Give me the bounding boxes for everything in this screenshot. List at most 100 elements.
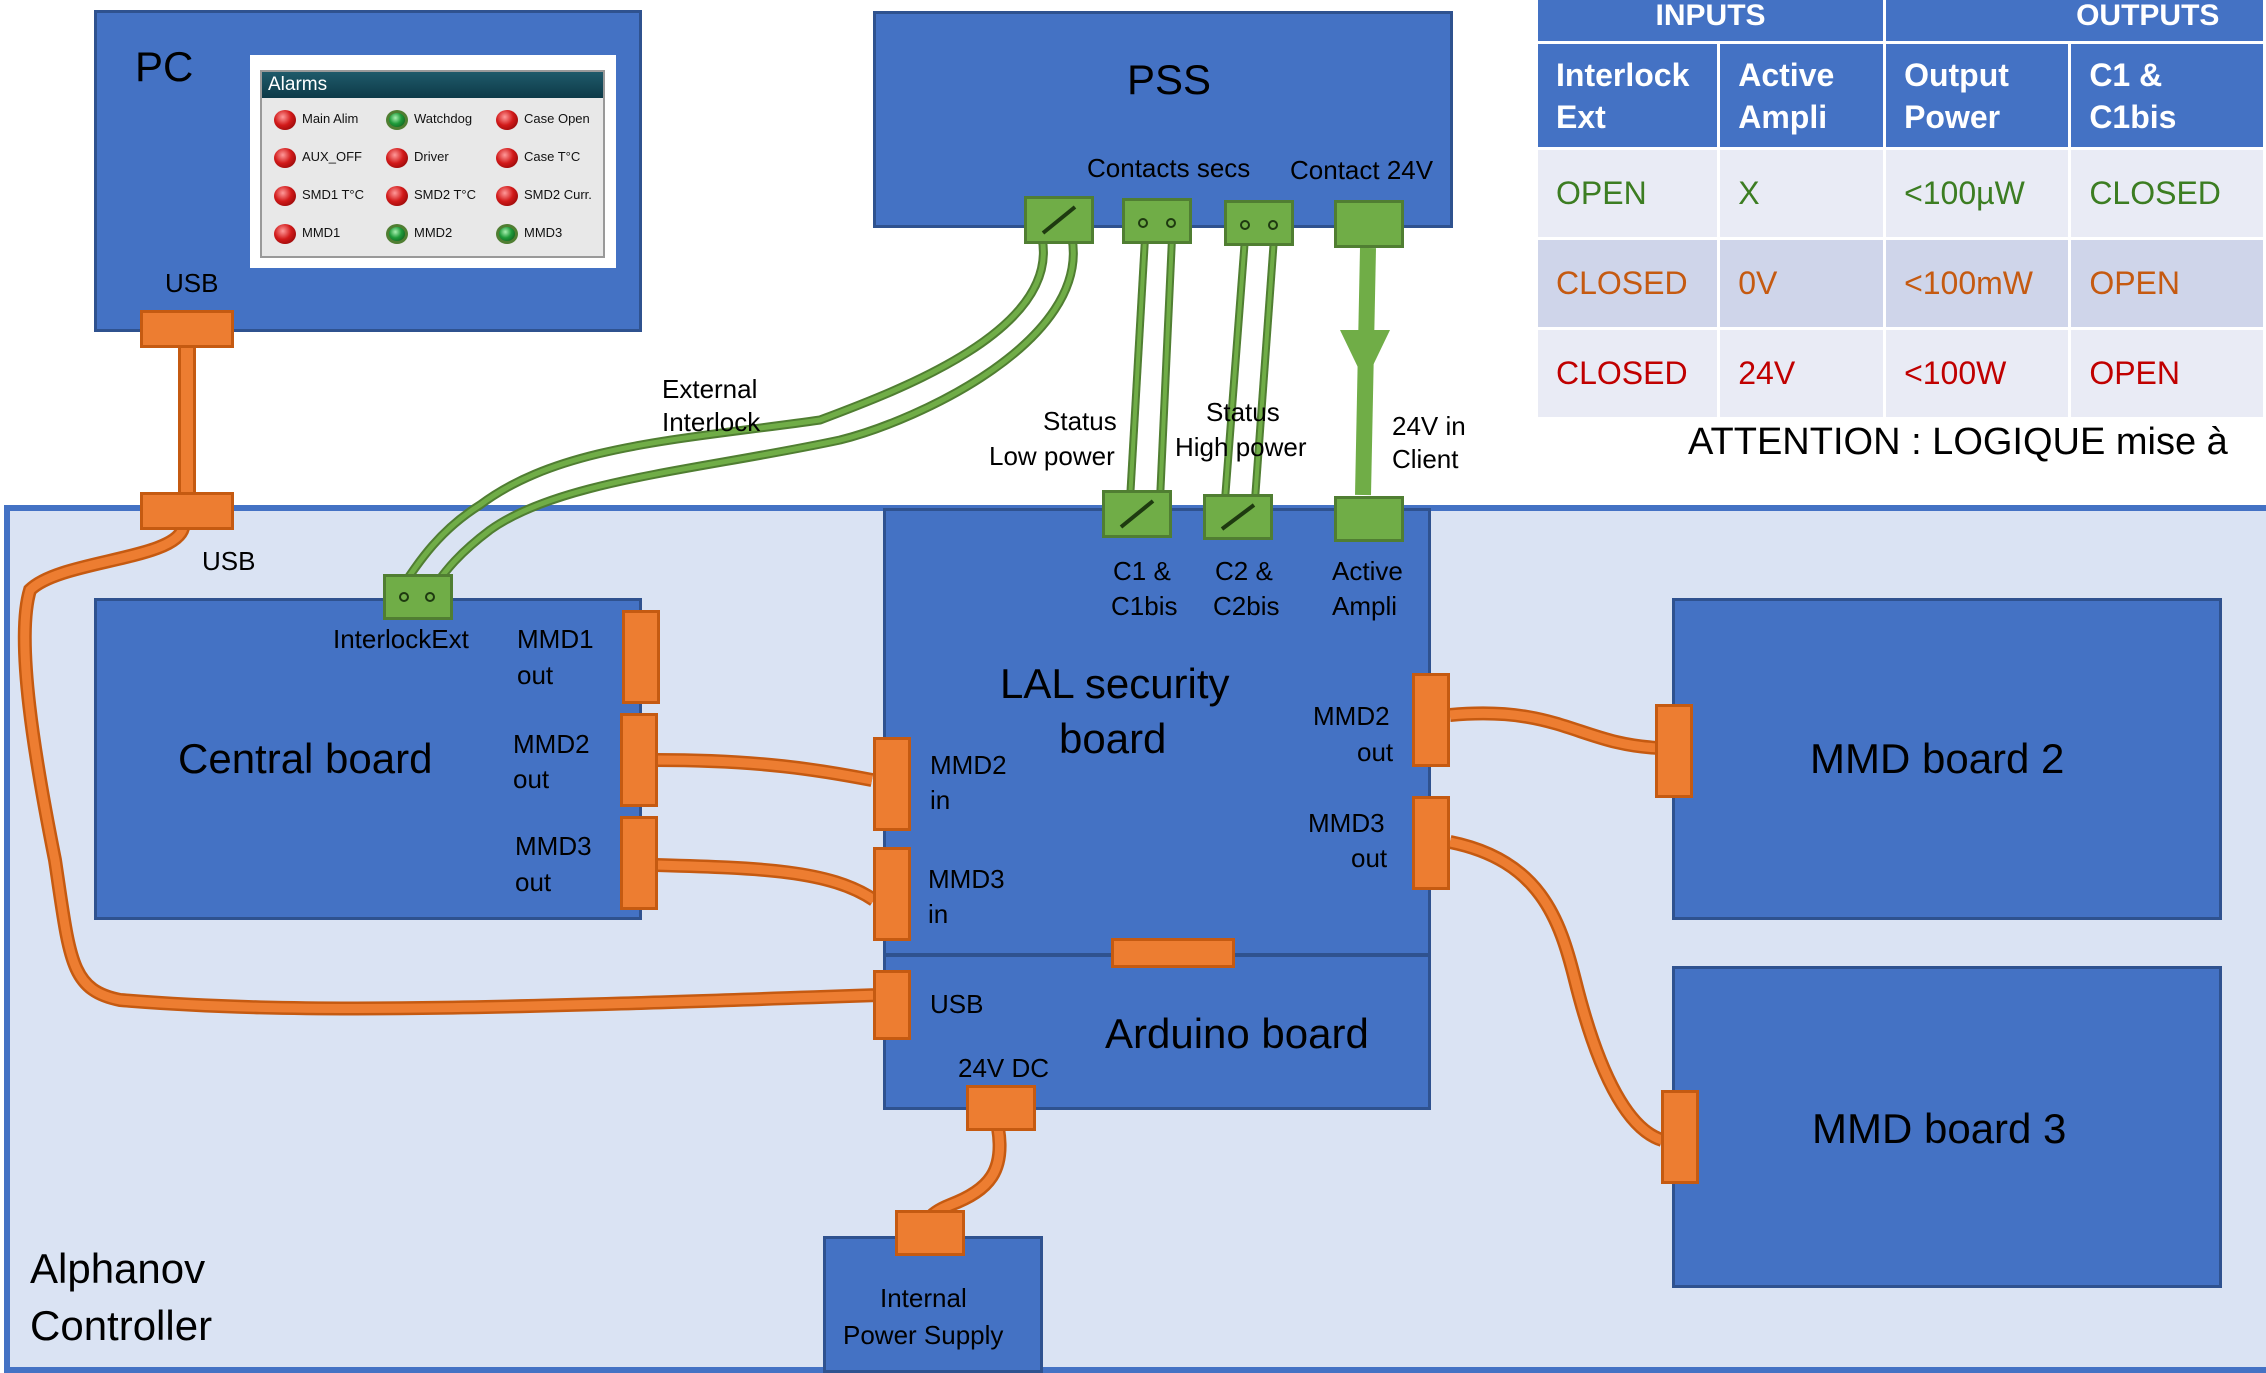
status-high-label-2: High power bbox=[1175, 432, 1307, 462]
mmd3-in-label-2: in bbox=[928, 899, 949, 929]
inputs-header: INPUTS bbox=[1534, 0, 1887, 44]
mmd3-in-label-1: MMD3 bbox=[928, 864, 1005, 894]
alarm-label: AUX_OFF bbox=[302, 149, 362, 164]
table-row: CLOSED 0V <100mW OPEN bbox=[1534, 237, 2266, 330]
outputs-header: OUTPUTS bbox=[1883, 0, 2266, 44]
interlock-ext-label: InterlockExt bbox=[333, 624, 469, 654]
alarm-label: MMD3 bbox=[524, 225, 563, 240]
contact-pins-icon bbox=[399, 592, 435, 602]
active-ampli-label-2: Ampli bbox=[1332, 591, 1398, 621]
alarm-label: SMD1 T°C bbox=[302, 187, 365, 202]
status-low-label-1: Status bbox=[1043, 406, 1117, 436]
c2-connector bbox=[1203, 494, 1273, 540]
arrow-24v bbox=[1340, 330, 1390, 382]
active-ampli-connector bbox=[1334, 496, 1404, 542]
pss-external-interlock-connector bbox=[1024, 196, 1094, 244]
alarm-led-icon bbox=[274, 148, 296, 168]
arduino-board bbox=[883, 954, 1431, 1110]
alarm-led-icon bbox=[274, 224, 296, 244]
alarm-led-icon bbox=[386, 148, 408, 168]
mmd1-out-label-2: out bbox=[517, 660, 554, 690]
arduino-usb-connector bbox=[873, 970, 911, 1040]
mmd3-board-connector bbox=[1661, 1090, 1699, 1184]
alarm-label: MMD2 bbox=[414, 225, 453, 240]
controller-usb-label: USB bbox=[202, 546, 256, 576]
pss-contacts-secs: Contacts secs bbox=[1087, 153, 1251, 183]
lal-board-title-line1: LAL security bbox=[1000, 660, 1230, 707]
central-board bbox=[94, 598, 642, 920]
central-board-title: Central board bbox=[178, 735, 433, 782]
alarm-led-icon bbox=[496, 110, 518, 130]
mmd-board-3 bbox=[1672, 966, 2222, 1288]
alarm-led-icon bbox=[386, 224, 408, 244]
alarm-led-icon bbox=[496, 186, 518, 206]
pss-contact-high-connector bbox=[1224, 200, 1294, 246]
attention-note: ATTENTION : LOGIQUE mise à bbox=[1688, 421, 2228, 463]
switch-icon bbox=[1220, 503, 1256, 531]
alarm-label: Watchdog bbox=[414, 111, 473, 126]
mmd2-out-lal-label-2: out bbox=[1357, 737, 1394, 767]
alarm-label: SMD2 T°C bbox=[414, 187, 477, 202]
table-row: OPEN X <100µW CLOSED bbox=[1534, 147, 2266, 240]
alarm-led-icon bbox=[496, 224, 518, 244]
c1-label-2: C1bis bbox=[1111, 591, 1178, 621]
mmd1-out-connector bbox=[622, 610, 660, 704]
alarm-label: Driver bbox=[414, 149, 449, 164]
c1-label-1: C1 & bbox=[1113, 556, 1171, 586]
pss-contact-low-connector bbox=[1122, 198, 1192, 244]
alarm-label: MMD1 bbox=[302, 225, 341, 240]
mmd3-out-label-2: out bbox=[515, 867, 552, 897]
contact-pins-icon bbox=[1240, 220, 1278, 230]
c2-label-1: C2 & bbox=[1215, 556, 1273, 586]
alarm-label: Case Open bbox=[524, 111, 590, 126]
mmd3-out-connector bbox=[620, 816, 658, 910]
interlock-ext-connector bbox=[383, 574, 453, 620]
power-supply-line2: Power Supply bbox=[843, 1320, 1004, 1350]
mmd2-in-label-1: MMD2 bbox=[930, 750, 1007, 780]
mmd-board-2-title: MMD board 2 bbox=[1810, 735, 2065, 782]
mmd3-out-lal-label-1: MMD3 bbox=[1308, 808, 1385, 838]
table-row: CLOSED 24V <100W OPEN bbox=[1534, 327, 2266, 420]
alarm-led-icon bbox=[274, 186, 296, 206]
arduino-24vdc-connector bbox=[966, 1085, 1036, 1131]
pss-contact-24v: Contact 24V bbox=[1290, 155, 1434, 185]
in24-label-2: Client bbox=[1392, 444, 1459, 474]
mmd1-out-label-1: MMD1 bbox=[517, 624, 594, 654]
arduino-usb-label: USB bbox=[930, 989, 984, 1019]
mmd2-board-connector bbox=[1655, 704, 1693, 798]
status-high-label-1: Status bbox=[1206, 397, 1280, 427]
lal-mmd3-out-connector bbox=[1412, 796, 1450, 890]
controller-title-line2: Controller bbox=[30, 1302, 213, 1349]
switch-icon bbox=[1041, 205, 1077, 235]
alarm-label: Case T°C bbox=[524, 149, 581, 164]
in24-label-1: 24V in bbox=[1392, 411, 1466, 441]
controller-title-line1: Alphanov bbox=[30, 1245, 206, 1292]
controller-usb-connector bbox=[140, 492, 234, 530]
alarm-label: SMD2 Curr. bbox=[524, 187, 592, 202]
alarms-title: Alarms bbox=[262, 72, 603, 98]
switch-icon bbox=[1119, 499, 1155, 529]
mmd2-out-connector bbox=[620, 713, 658, 807]
mmd-board-3-title: MMD board 3 bbox=[1812, 1105, 2067, 1152]
pc-usb-connector bbox=[140, 310, 234, 348]
mmd2-out-lal-label-1: MMD2 bbox=[1313, 701, 1390, 731]
active-ampli-label-1: Active bbox=[1332, 556, 1403, 586]
alarm-led-icon bbox=[496, 148, 518, 168]
lal-mmd2-out-connector bbox=[1412, 673, 1450, 767]
mmd2-in-label-2: in bbox=[930, 785, 951, 815]
internal-power-supply bbox=[823, 1236, 1043, 1373]
c2-label-2: C2bis bbox=[1213, 591, 1280, 621]
alarm-led-icon bbox=[274, 110, 296, 130]
mmd3-out-label-1: MMD3 bbox=[515, 831, 592, 861]
mmd3-out-lal-label-2: out bbox=[1351, 843, 1388, 873]
power-supply-line1: Internal bbox=[880, 1283, 967, 1313]
alarm-led-icon bbox=[386, 110, 408, 130]
pc-title: PC bbox=[135, 43, 194, 90]
external-interlock-label-2: Interlock bbox=[662, 407, 761, 437]
lal-mmd3-in-connector bbox=[873, 847, 911, 941]
